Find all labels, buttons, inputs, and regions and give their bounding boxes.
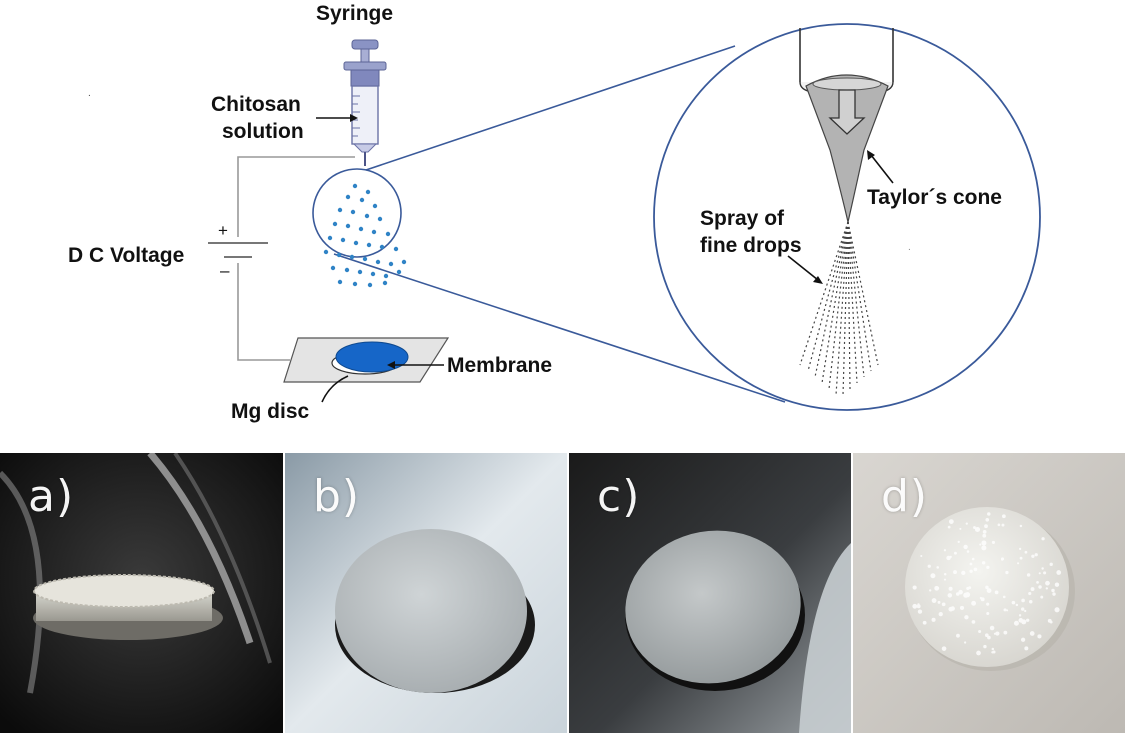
chitosan-label-line1: Chitosan (211, 93, 301, 116)
photo-a-image (0, 453, 283, 733)
membrane (335, 341, 409, 373)
circuit-wire-top (237, 156, 355, 237)
stray-dot-2: . (908, 242, 911, 253)
zoom-line-top (365, 45, 736, 171)
taylor-cone-detail (799, 28, 894, 223)
dc-voltage-label: D C Voltage (68, 244, 184, 267)
syringe-icon (343, 39, 387, 166)
taylor-cone-label: Taylor´s cone (867, 186, 1002, 209)
membrane-arrowhead (387, 361, 395, 369)
spray-pointer (787, 255, 819, 281)
droplets (323, 183, 407, 288)
dc-minus-label: – (220, 261, 230, 280)
photo-panel-a: a) (0, 453, 283, 733)
photo-label-b: b) (313, 471, 361, 522)
photo-c-image (569, 453, 851, 733)
photo-d-image (853, 453, 1125, 733)
spray-region-circle (312, 168, 402, 258)
circuit-wire-bottom (237, 263, 290, 361)
spray-lines (799, 221, 879, 396)
zoom-line-bottom (333, 253, 786, 403)
taylor-cone-arrowhead (867, 150, 875, 160)
electrospray-schematic: + – D C Voltage Syringe Chitosan solutio… (68, 2, 1041, 423)
taylor-cone-pointer (870, 154, 894, 184)
membrane-label: Membrane (447, 354, 552, 377)
stray-dot: . (88, 88, 91, 99)
photo-panel-c: c) (569, 453, 851, 733)
photo-label-a: a) (28, 471, 75, 522)
spray-label-line1: Spray of (700, 207, 785, 230)
chitosan-label-line2: solution (222, 120, 304, 143)
mg-disc-label: Mg disc (231, 400, 309, 423)
syringe-label: Syringe (316, 2, 393, 25)
dc-plus-label: + (218, 221, 228, 240)
photo-label-c: c) (597, 471, 641, 522)
photo-panel-b: b) (285, 453, 567, 733)
photo-b-image (285, 453, 567, 733)
photo-label-d: d) (881, 471, 929, 522)
chitosan-arrowhead (350, 114, 358, 122)
photo-panel-d: d) (853, 453, 1125, 733)
mg-disc-pointer (321, 375, 349, 403)
spray-label-line2: fine drops (700, 234, 802, 257)
spray-arrowhead (813, 276, 823, 284)
